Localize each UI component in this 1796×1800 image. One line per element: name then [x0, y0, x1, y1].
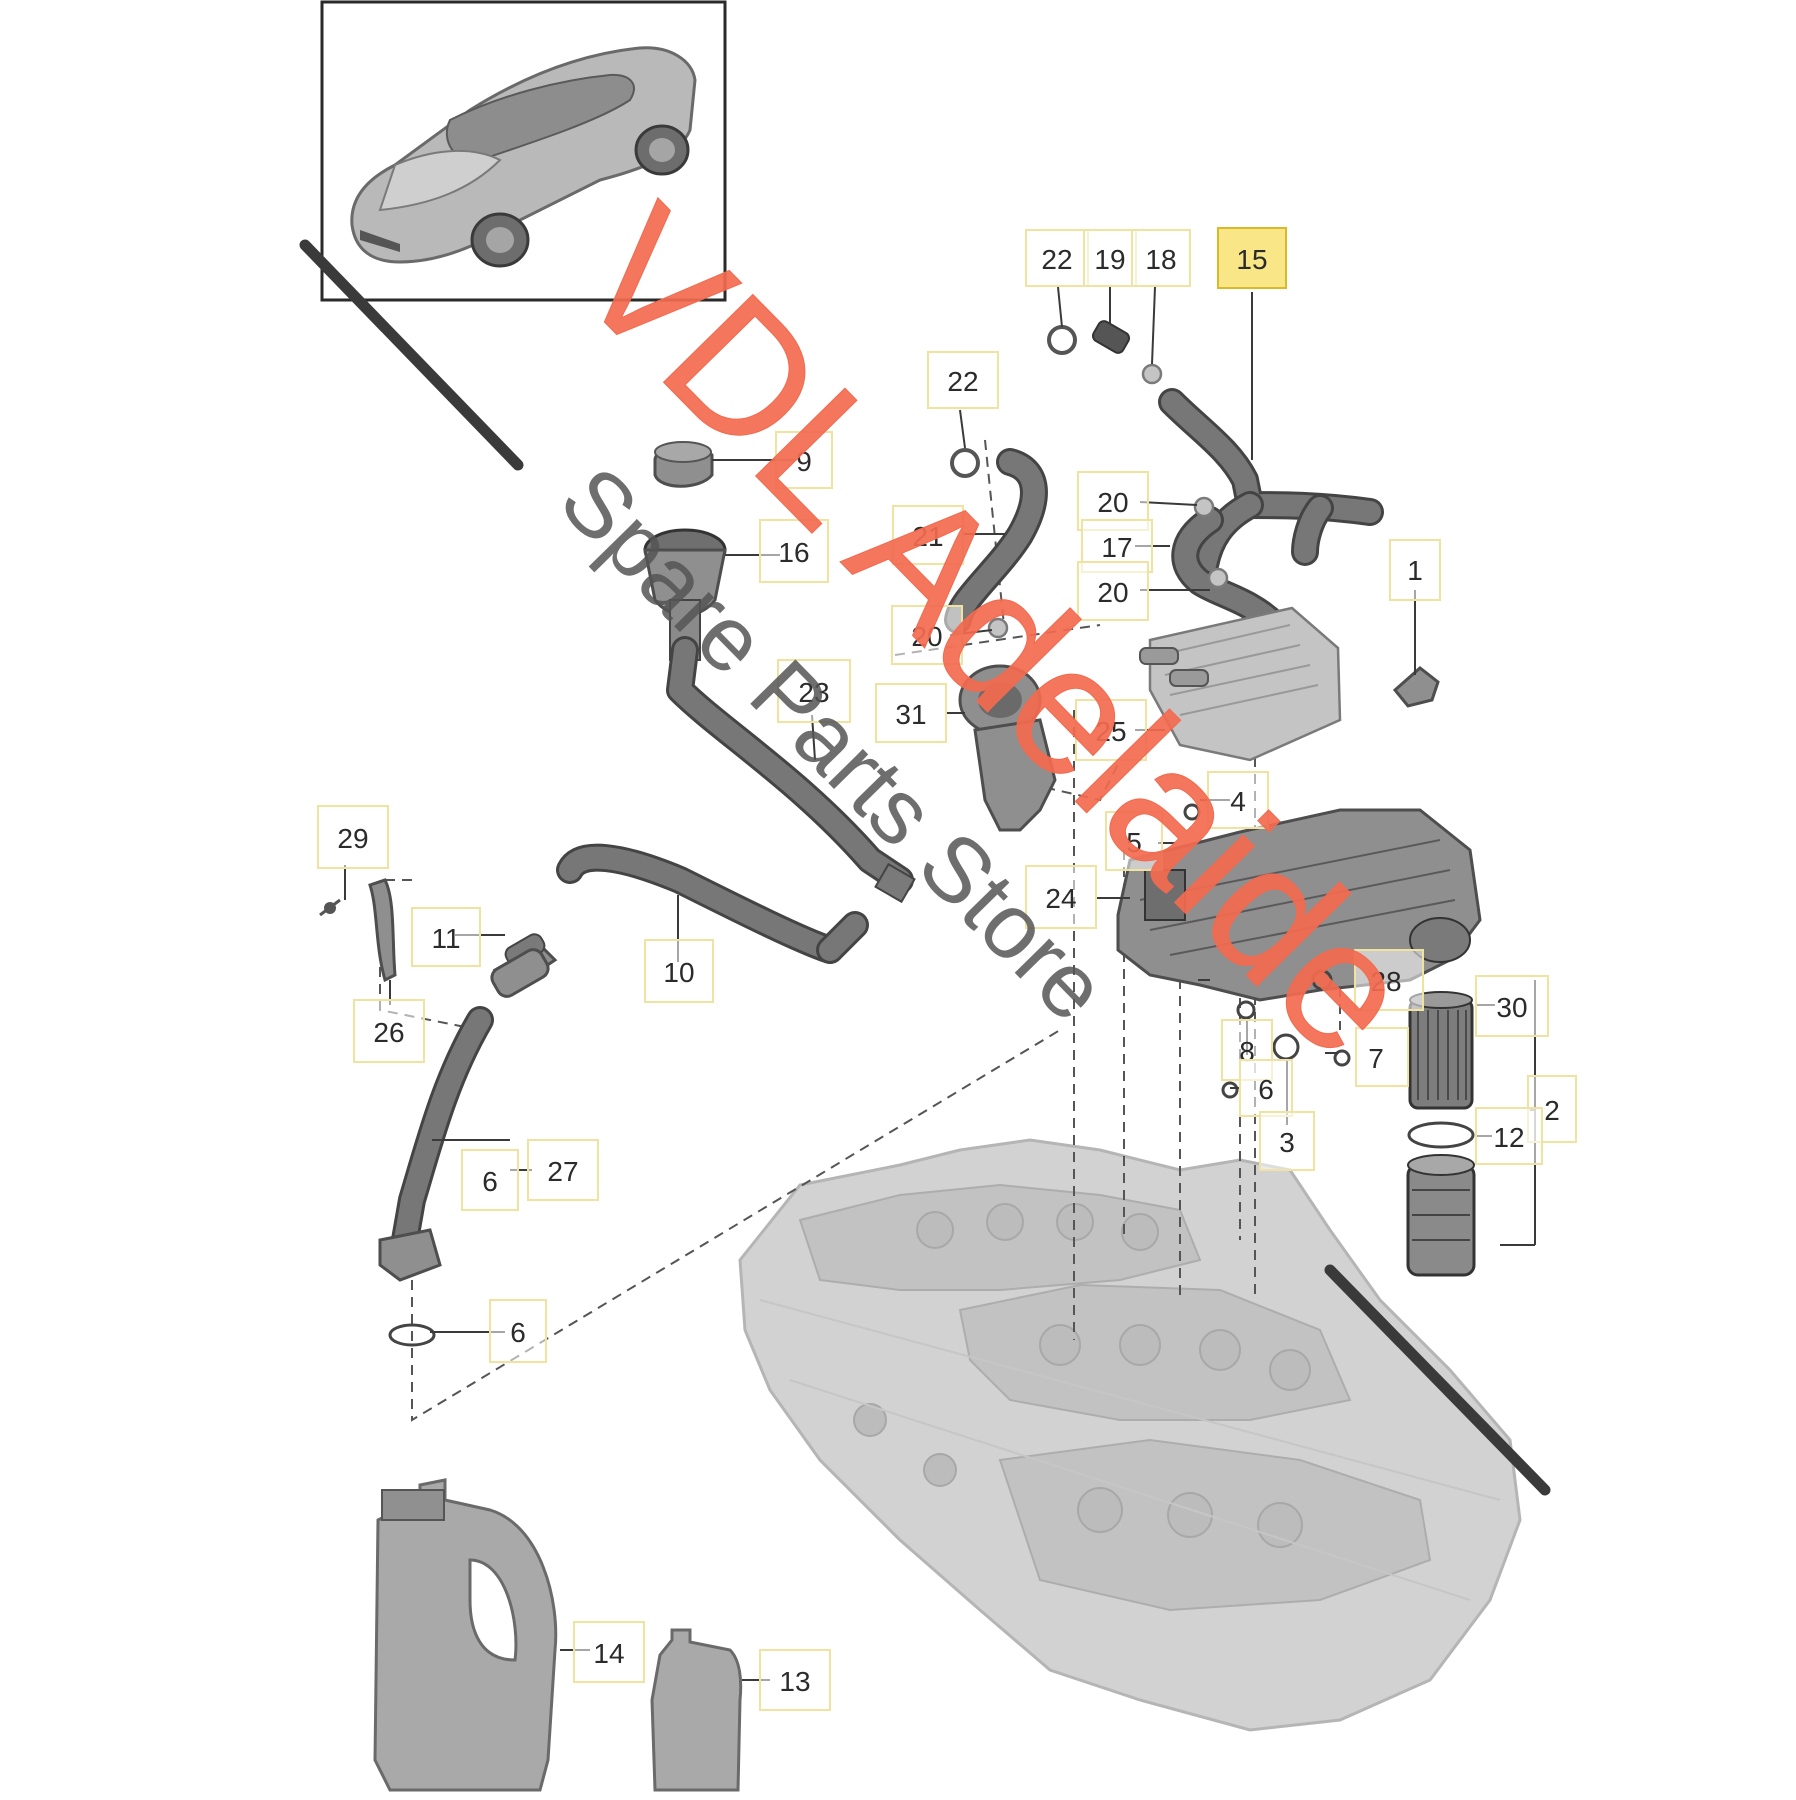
callout-label: 12 [1493, 1122, 1524, 1153]
engine-block [738, 1138, 1522, 1732]
callout-6: 6 [489, 1299, 547, 1363]
callout-label: 21 [912, 521, 943, 552]
callout-2: 2 [1527, 1075, 1577, 1143]
callout-label: 22 [947, 366, 978, 397]
callout-22: 22 [1025, 229, 1089, 287]
callout-1: 1 [1389, 539, 1441, 601]
callout-label: 19 [1094, 244, 1125, 275]
callout-label: 6 [1258, 1074, 1274, 1105]
small-seals [1183, 803, 1351, 1099]
vehicle-thumbnail [320, 0, 727, 302]
oil-filter-30 [1408, 991, 1474, 1110]
callout-25: 25 [1075, 699, 1147, 761]
callout-label: 9 [796, 446, 812, 477]
callout-14: 14 [573, 1621, 645, 1683]
callout-label: 11 [431, 923, 460, 954]
oil-canister-14 [373, 1478, 558, 1792]
seal-ring-12 [1407, 1121, 1475, 1149]
sensor-1 [1392, 666, 1440, 708]
callout-label: 3 [1279, 1127, 1295, 1158]
callout-label: 23 [798, 677, 829, 708]
callout-19: 19 [1083, 229, 1137, 287]
callout-7: 7 [1355, 1027, 1409, 1087]
callout-label: 6 [510, 1317, 526, 1348]
callout-3: 3 [1259, 1111, 1315, 1171]
callout-label: 22 [1041, 244, 1072, 275]
callout-label: 26 [373, 1017, 404, 1048]
callout-label: 1 [1407, 555, 1423, 586]
callout-11: 11 [411, 907, 481, 967]
filler-tube-23 [666, 636, 916, 904]
callout-label: 24 [1045, 883, 1076, 914]
breather-pipe-10 [556, 843, 869, 964]
filter-cap-2 [1406, 1154, 1476, 1277]
watermark-slash-bottom [1324, 1264, 1551, 1496]
callout-28: 28 [1354, 949, 1424, 1011]
clamp-20-top-icon [987, 496, 1229, 639]
bleed-screw-19-icon [1091, 320, 1131, 354]
callout-label: 5 [1126, 827, 1142, 858]
callout-9: 9 [775, 431, 833, 489]
watermark-slash-top [299, 239, 524, 471]
callout-29: 29 [317, 805, 389, 869]
callout-label: 15 [1236, 244, 1267, 275]
callout-31: 31 [875, 683, 947, 743]
callout-label: 28 [1370, 966, 1401, 997]
callout-27: 27 [527, 1139, 599, 1201]
callout-21: 21 [892, 505, 964, 565]
oil-filter-housing-31 [958, 664, 1057, 832]
callout-label: 29 [337, 823, 368, 854]
callout-label: 6 [482, 1166, 498, 1197]
callout-label: 17 [1101, 532, 1132, 563]
callout-6: 6 [461, 1149, 519, 1211]
hose-21 [944, 448, 1048, 634]
oil-drain-tube-27 [378, 1006, 494, 1347]
bracket-26 [319, 878, 397, 983]
callout-4: 4 [1207, 771, 1269, 829]
oil-cooler-25 [1139, 606, 1342, 762]
callout-label: 20 [1097, 487, 1128, 518]
callout-label: 18 [1145, 244, 1176, 275]
hose-17 [1171, 506, 1289, 639]
seal-18-icon [1141, 363, 1163, 385]
oil-cap-9 [653, 441, 714, 488]
callout-20: 20 [891, 605, 963, 665]
callout-label: 30 [1496, 992, 1527, 1023]
callout-label: 25 [1095, 716, 1126, 747]
callout-label: 27 [547, 1156, 578, 1187]
callout-18: 18 [1131, 229, 1191, 287]
callout-22: 22 [927, 351, 999, 409]
damper-11 [490, 933, 558, 998]
callout-13: 13 [759, 1649, 831, 1711]
callout-6: 6 [1239, 1059, 1293, 1117]
callout-23: 23 [777, 659, 851, 723]
callout-10: 10 [644, 939, 714, 1003]
callout-20: 20 [1077, 561, 1149, 621]
callout-24: 24 [1025, 865, 1097, 929]
callout-5: 5 [1105, 811, 1163, 871]
callout-26: 26 [353, 999, 425, 1063]
callout-label: 4 [1230, 786, 1246, 817]
callout-label: 7 [1368, 1043, 1384, 1074]
car-icon [350, 46, 697, 268]
callout-16: 16 [759, 519, 829, 583]
callout-label: 13 [779, 1666, 810, 1697]
callout-label: 14 [593, 1638, 624, 1669]
oil-bottle-13 [650, 1628, 743, 1792]
callout-label: 31 [895, 699, 926, 730]
callout-label: 20 [1097, 577, 1128, 608]
callout-label: 10 [663, 957, 694, 988]
callout-label: 20 [911, 621, 942, 652]
callout-30: 30 [1475, 975, 1549, 1037]
callout-label: 2 [1544, 1095, 1560, 1126]
callout-15: 15 [1217, 227, 1287, 289]
callout-12: 12 [1475, 1107, 1543, 1165]
callout-label: 16 [778, 537, 809, 568]
callouts: 22 19 18 15 22 9 16 20 21 17 20 1 20 23 … [317, 227, 1577, 1711]
coolant-hose-15 [1158, 388, 1384, 579]
